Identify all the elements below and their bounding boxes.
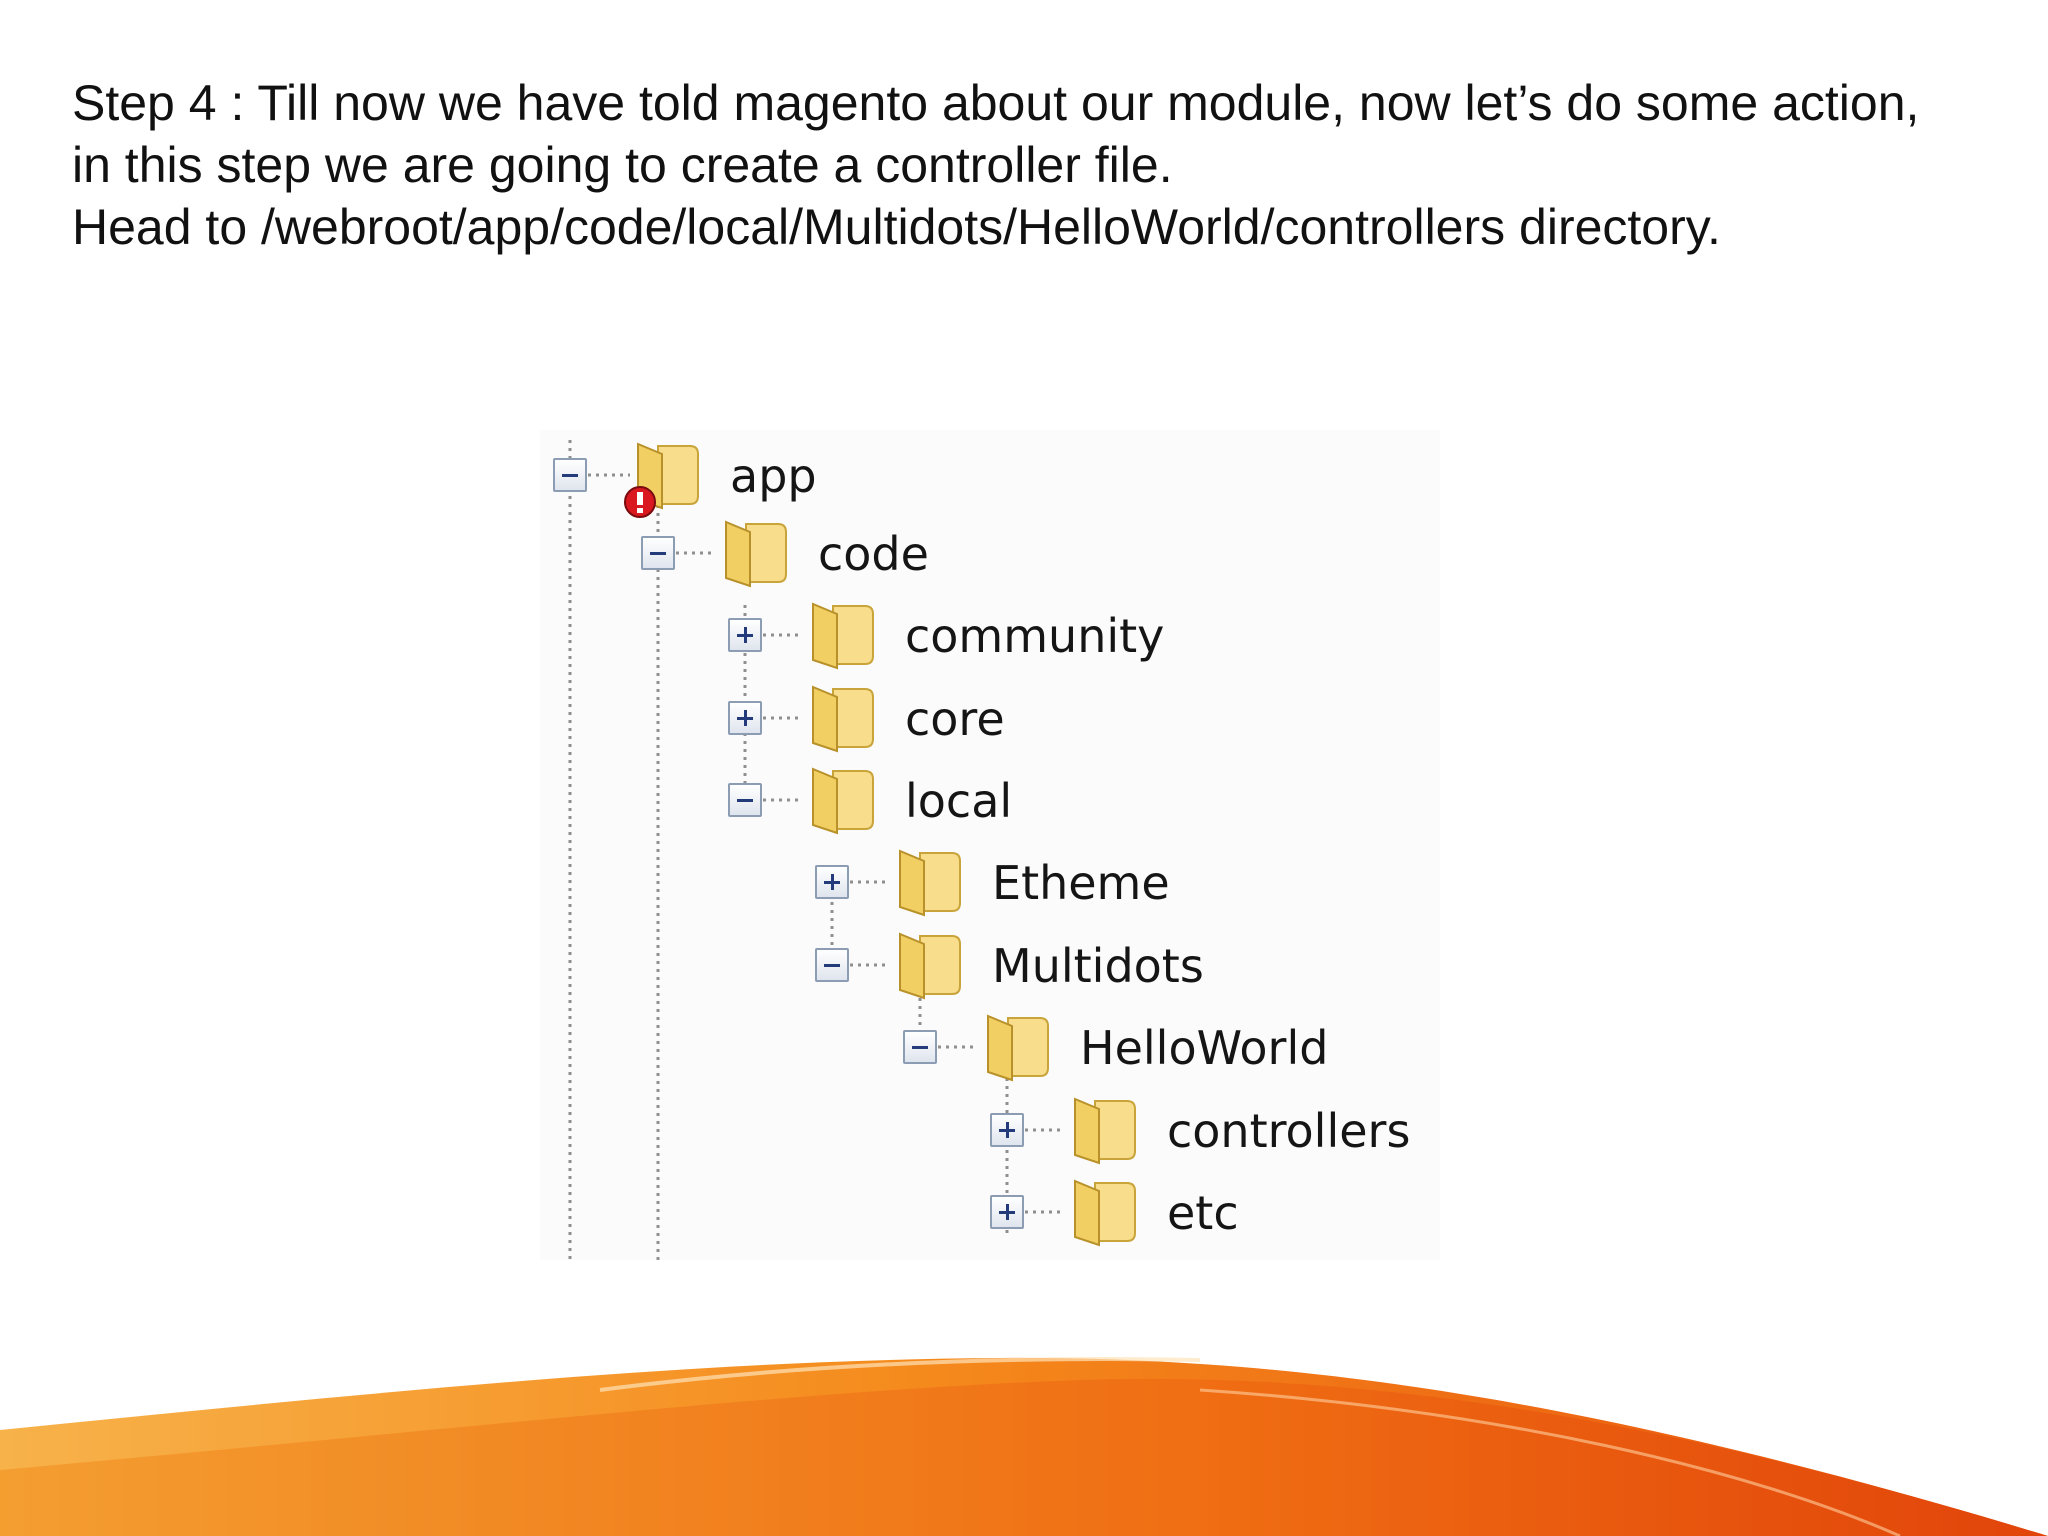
tree-node-label: HelloWorld	[1080, 1021, 1329, 1075]
error-badge-icon	[624, 486, 656, 518]
expand-toggle-icon[interactable]	[815, 865, 849, 899]
tree-node-community[interactable]: community	[715, 600, 1164, 670]
folder-icon	[637, 442, 699, 510]
folder-icon	[899, 932, 961, 1000]
expand-toggle-icon[interactable]	[990, 1195, 1024, 1229]
tree-node-app[interactable]: app	[540, 440, 860, 518]
tree-node-helloworld[interactable]: HelloWorld	[890, 1012, 1328, 1082]
tree-node-etheme[interactable]: Etheme	[802, 847, 1170, 917]
folder-icon	[812, 767, 874, 835]
tree-node-label: community	[905, 609, 1165, 663]
tree-node-label: core	[905, 692, 1005, 746]
collapse-toggle-icon[interactable]	[641, 536, 675, 570]
tree-node-core[interactable]: core	[715, 683, 1035, 753]
folder-icon	[1074, 1179, 1136, 1247]
tree-node-local[interactable]: local	[715, 765, 1035, 835]
tree-node-controllers[interactable]: controllers	[977, 1095, 1417, 1165]
tree-node-etc[interactable]: etc	[977, 1177, 1297, 1247]
instruction-line-3: Head to /webroot/app/code/local/Multidot…	[72, 199, 1721, 255]
collapse-toggle-icon[interactable]	[553, 458, 587, 492]
tree-node-label: code	[818, 527, 929, 581]
tree-node-code[interactable]: code	[628, 518, 948, 588]
tree-node-label: local	[905, 774, 1013, 828]
collapse-toggle-icon[interactable]	[815, 948, 849, 982]
tree-node-label: Multidots	[992, 939, 1204, 993]
tree-node-label: Etheme	[992, 856, 1170, 910]
expand-toggle-icon[interactable]	[990, 1113, 1024, 1147]
expand-toggle-icon[interactable]	[728, 701, 762, 735]
decorative-orange-swoosh	[0, 1357, 2048, 1536]
instruction-text: Step 4 : Till now we have told magento a…	[72, 72, 2012, 258]
collapse-toggle-icon[interactable]	[903, 1030, 937, 1064]
folder-icon	[987, 1014, 1049, 1082]
tree-node-label: app	[730, 449, 817, 503]
collapse-toggle-icon[interactable]	[728, 783, 762, 817]
tree-node-label: controllers	[1167, 1104, 1411, 1158]
folder-icon	[812, 602, 874, 670]
instruction-line-2: in this step we are going to create a co…	[72, 137, 1173, 193]
folder-tree: app code community core loca	[540, 430, 1440, 1260]
folder-icon	[1074, 1097, 1136, 1165]
folder-icon	[725, 520, 787, 588]
instruction-line-1: Step 4 : Till now we have told magento a…	[72, 75, 1920, 131]
tree-node-label: etc	[1167, 1186, 1239, 1240]
folder-icon	[899, 849, 961, 917]
expand-toggle-icon[interactable]	[728, 618, 762, 652]
tree-node-multidots[interactable]: Multidots	[802, 930, 1204, 1000]
folder-icon	[812, 685, 874, 753]
